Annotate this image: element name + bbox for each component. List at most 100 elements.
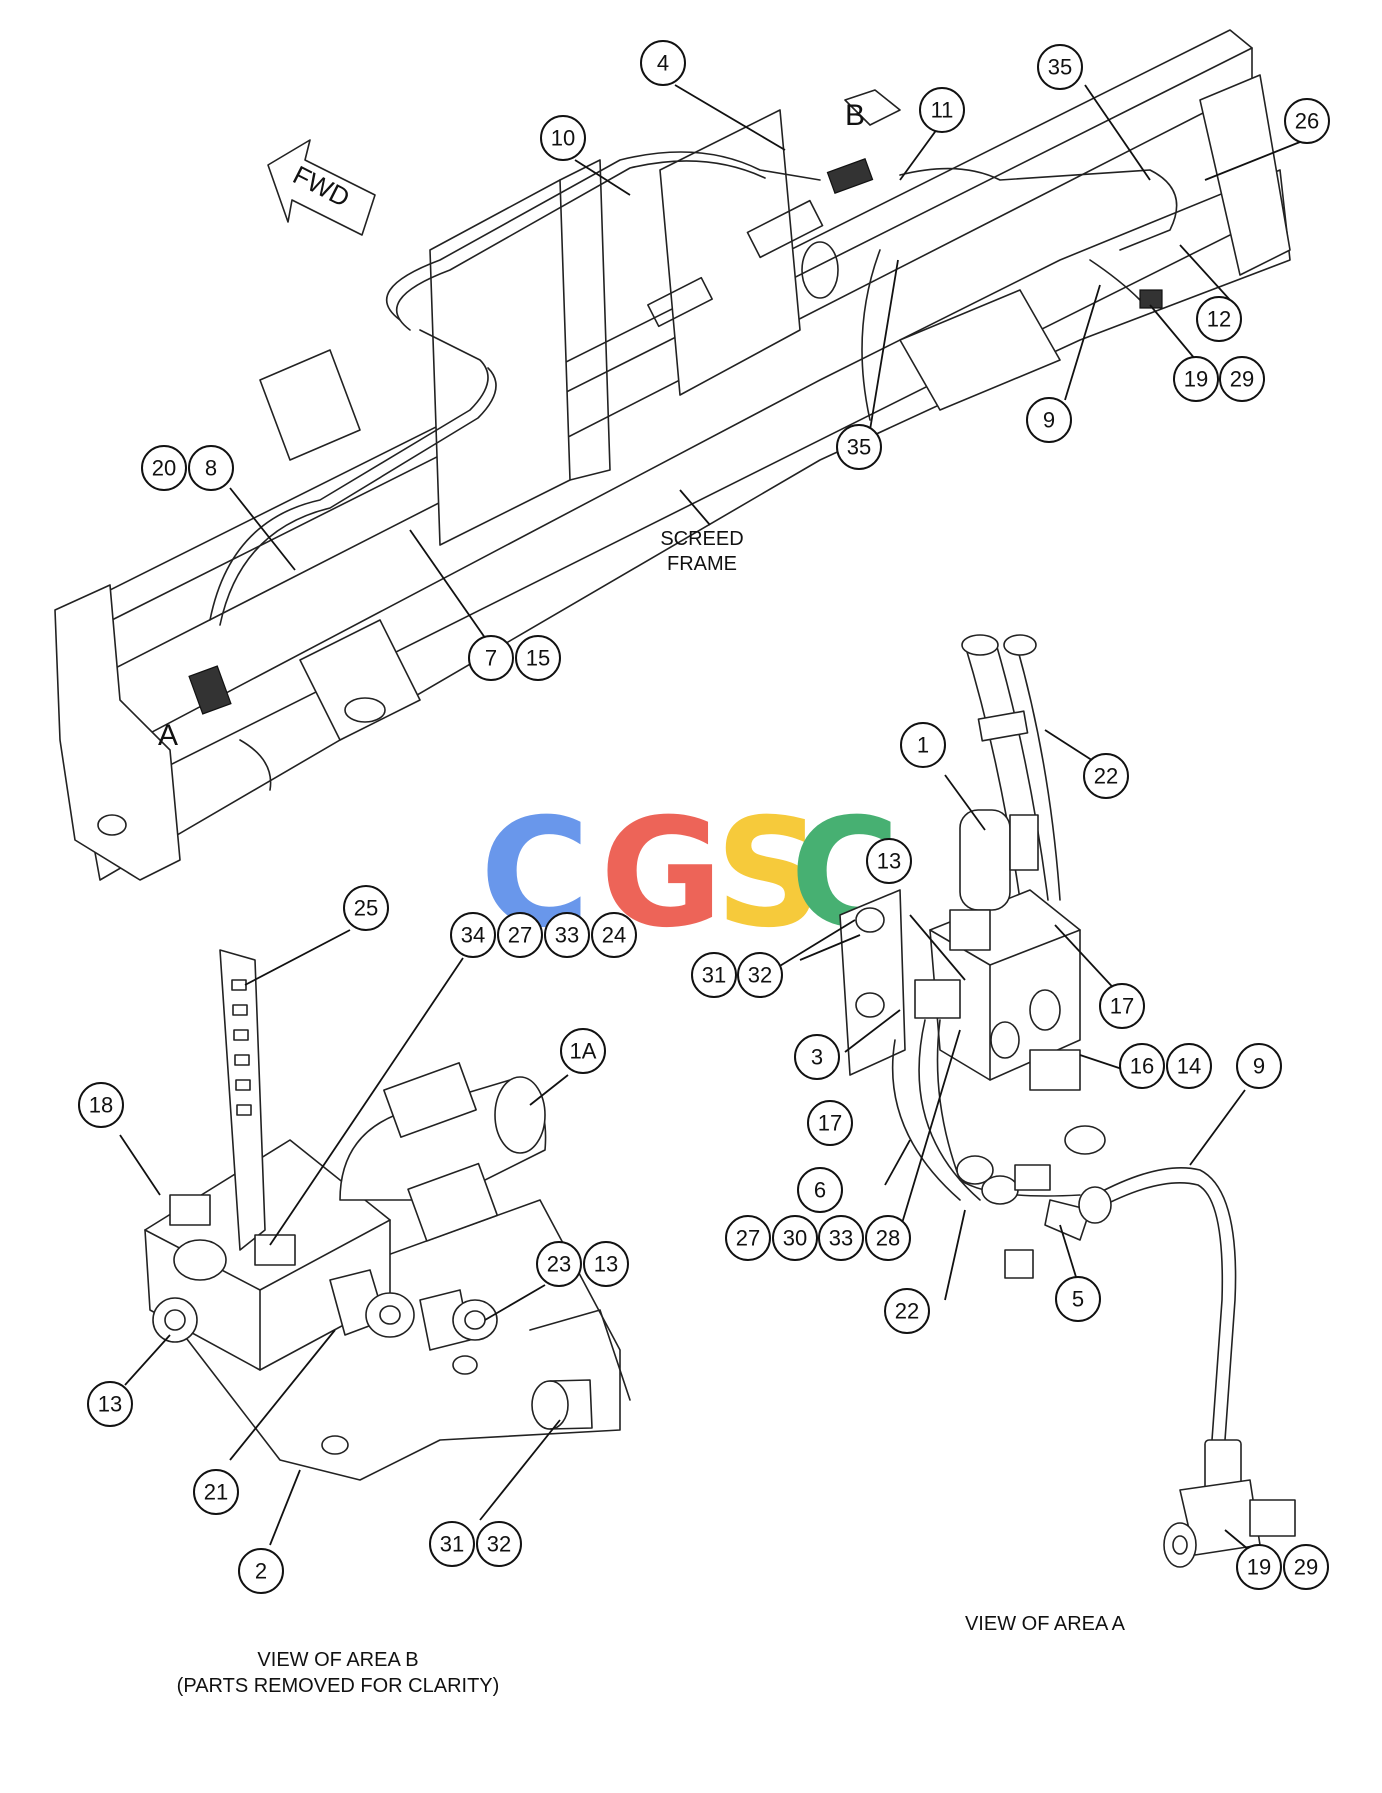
svg-text:9: 9	[1253, 1054, 1265, 1079]
svg-text:17: 17	[818, 1111, 842, 1136]
svg-text:29: 29	[1294, 1555, 1318, 1580]
callout-14: 14	[1166, 1043, 1212, 1089]
callout-25: 25	[343, 885, 389, 931]
svg-text:16: 16	[1130, 1054, 1154, 1079]
svg-text:30: 30	[783, 1226, 807, 1251]
svg-text:22: 22	[895, 1299, 919, 1324]
svg-text:22: 22	[1094, 764, 1118, 789]
svg-text:27: 27	[508, 923, 532, 948]
svg-text:33: 33	[555, 923, 579, 948]
svg-text:27: 27	[736, 1226, 760, 1251]
svg-text:21: 21	[204, 1480, 228, 1505]
svg-text:32: 32	[748, 963, 772, 988]
callout-11: 11	[919, 87, 965, 133]
callout-34: 34	[450, 912, 496, 958]
svg-text:12: 12	[1207, 307, 1231, 332]
callout-18: 18	[78, 1082, 124, 1128]
callout-15: 15	[515, 635, 561, 681]
callout-3: 3	[794, 1034, 840, 1080]
svg-text:1: 1	[917, 733, 929, 758]
callout-13-area-b-right: 13	[583, 1241, 629, 1287]
callout-33-area-a: 33	[818, 1215, 864, 1261]
svg-text:33: 33	[829, 1226, 853, 1251]
callout-1: 1	[900, 722, 946, 768]
callout-29-area-a: 29	[1283, 1544, 1329, 1590]
screed-frame-drawing: FWD B A SCREED FRAME	[54, 29, 1291, 881]
callout-22-top: 22	[1083, 753, 1129, 799]
callout-32-area-b: 32	[476, 1521, 522, 1567]
callout-12: 12	[1196, 296, 1242, 342]
svg-text:23: 23	[547, 1252, 571, 1277]
screed-frame-label-line2: FRAME	[667, 553, 737, 575]
callout-19-top: 19	[1173, 356, 1219, 402]
callout-28: 28	[865, 1215, 911, 1261]
svg-text:7: 7	[485, 646, 497, 671]
callout-20: 20	[141, 445, 187, 491]
callout-35-bottom: 35	[836, 424, 882, 470]
callout-21: 21	[193, 1469, 239, 1515]
callout-16: 16	[1119, 1043, 1165, 1089]
svg-text:13: 13	[594, 1252, 618, 1277]
svg-text:10: 10	[551, 126, 575, 151]
svg-text:6: 6	[814, 1178, 826, 1203]
area-b-marker: B	[845, 99, 865, 132]
view-area-b-label-line1: VIEW OF AREA B	[257, 1649, 418, 1671]
svg-text:20: 20	[152, 456, 176, 481]
area-a-drawing	[839, 634, 1296, 1568]
svg-text:28: 28	[876, 1226, 900, 1251]
svg-text:31: 31	[702, 963, 726, 988]
svg-text:2: 2	[255, 1559, 267, 1584]
callout-7: 7	[468, 635, 514, 681]
svg-text:15: 15	[526, 646, 550, 671]
svg-text:24: 24	[602, 923, 626, 948]
callout-9-area-a: 9	[1236, 1043, 1282, 1089]
callout-13-area-b-left: 13	[87, 1381, 133, 1427]
callout-27-area-b: 27	[497, 912, 543, 958]
callout-8: 8	[188, 445, 234, 491]
callout-13-area-a: 13	[866, 838, 912, 884]
svg-text:1A: 1A	[570, 1039, 597, 1064]
watermark-letter-s: S	[715, 787, 823, 961]
callout-17-right: 17	[1099, 983, 1145, 1029]
view-area-a-label: VIEW OF AREA A	[965, 1613, 1126, 1635]
callout-24: 24	[591, 912, 637, 958]
callout-27-area-a: 27	[725, 1215, 771, 1261]
svg-text:17: 17	[1110, 994, 1134, 1019]
callout-17-left: 17	[807, 1100, 853, 1146]
svg-text:4: 4	[657, 51, 669, 76]
callout-31-area-a: 31	[691, 952, 737, 998]
svg-text:5: 5	[1072, 1287, 1084, 1312]
callout-2: 2	[238, 1548, 284, 1594]
callout-22-bottom: 22	[884, 1288, 930, 1334]
callout-19-area-a: 19	[1236, 1544, 1282, 1590]
svg-text:19: 19	[1184, 367, 1208, 392]
callout-4: 4	[640, 40, 686, 86]
svg-text:35: 35	[847, 435, 871, 460]
area-a-marker: A	[158, 719, 178, 752]
svg-text:14: 14	[1177, 1054, 1201, 1079]
callout-23: 23	[536, 1241, 582, 1287]
svg-text:13: 13	[98, 1392, 122, 1417]
svg-text:32: 32	[487, 1532, 511, 1557]
callout-10: 10	[540, 115, 586, 161]
svg-text:3: 3	[811, 1045, 823, 1070]
svg-text:11: 11	[931, 98, 954, 123]
svg-text:34: 34	[461, 923, 485, 948]
svg-text:31: 31	[440, 1532, 464, 1557]
svg-text:9: 9	[1043, 408, 1055, 433]
callout-6: 6	[797, 1167, 843, 1213]
svg-text:29: 29	[1230, 367, 1254, 392]
svg-text:13: 13	[877, 849, 901, 874]
callout-26: 26	[1284, 98, 1330, 144]
callout-30: 30	[772, 1215, 818, 1261]
callouts: 4 10 11 35 26 12 19 29 9 35 20 8 7 15 1 …	[78, 40, 1330, 1594]
callout-9-top: 9	[1026, 397, 1072, 443]
svg-text:8: 8	[205, 456, 217, 481]
watermark: C G S C	[480, 787, 900, 961]
area-b-drawing	[144, 949, 631, 1481]
callout-32-area-a: 32	[737, 952, 783, 998]
svg-text:26: 26	[1295, 109, 1319, 134]
svg-text:35: 35	[1048, 55, 1072, 80]
callout-5: 5	[1055, 1276, 1101, 1322]
